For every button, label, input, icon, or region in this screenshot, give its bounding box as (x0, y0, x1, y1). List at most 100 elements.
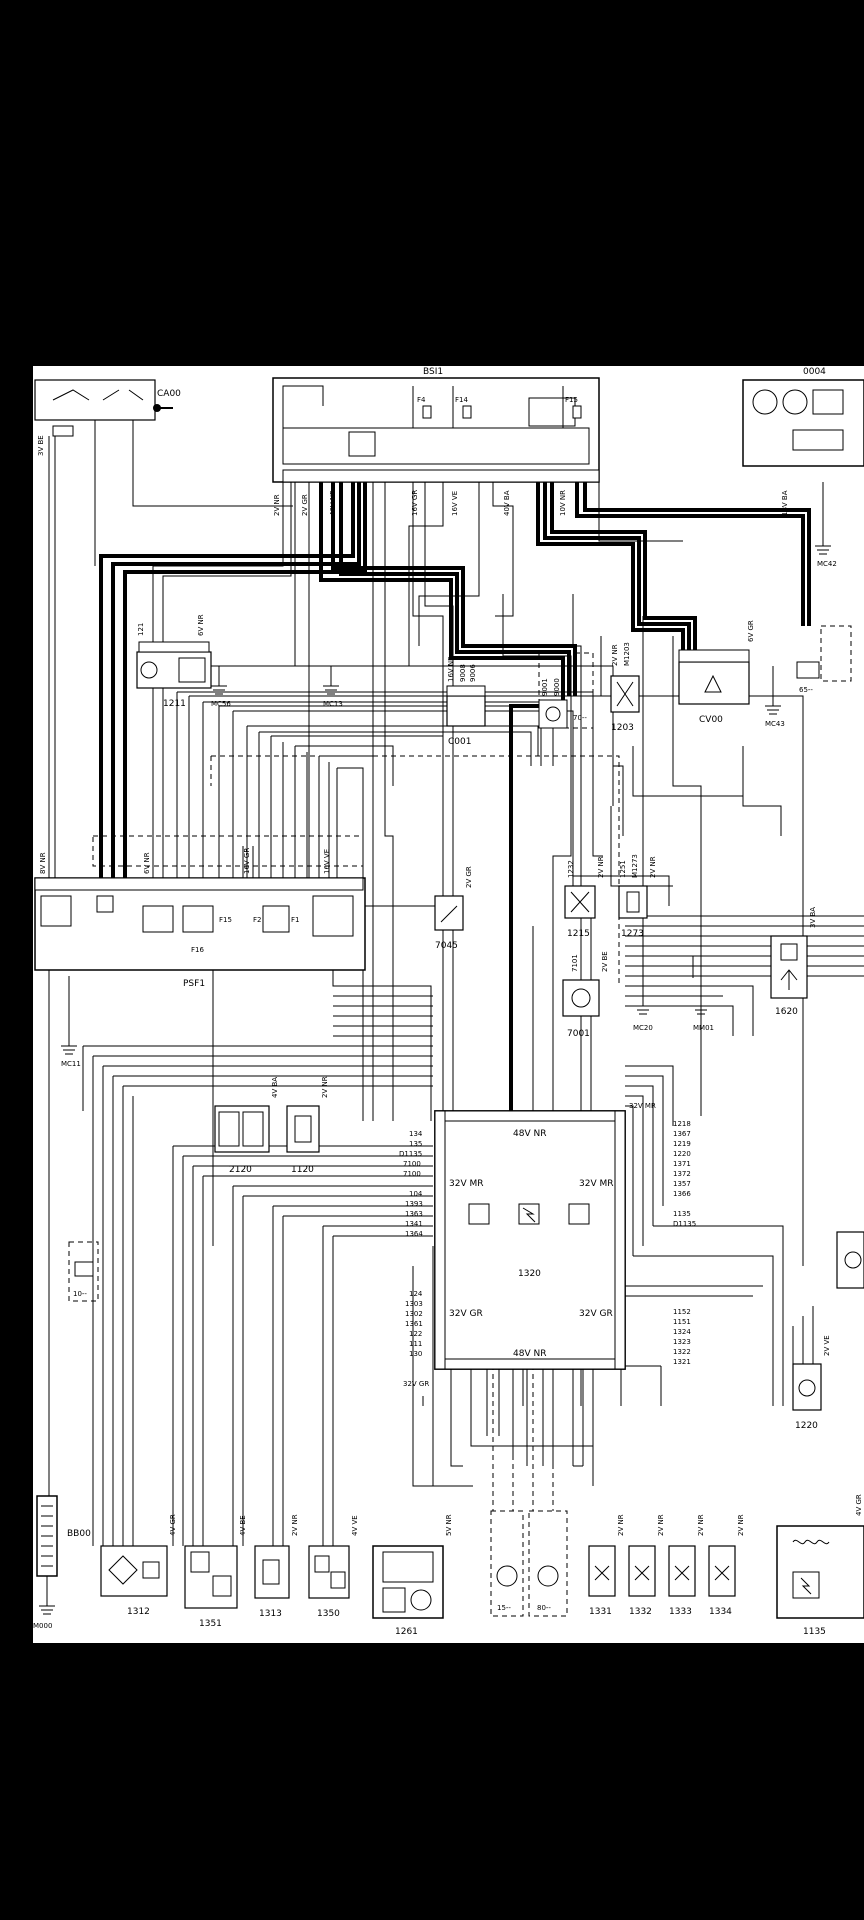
ground-mc43-label: MC43 (765, 720, 785, 728)
ecu-left-lower-connector: 32V GR (449, 1309, 483, 1319)
c001-diagnostic-socket[interactable]: C001 16V NR 9008 9006 (446, 656, 486, 747)
c1211-wire: 121 (137, 623, 145, 636)
c1261-label: 1261 (395, 1627, 418, 1637)
c1273-wire-m: M1273 (631, 854, 639, 878)
ground-mc56: MC56 (211, 666, 231, 708)
c1273-connector: 2V NR (649, 856, 657, 878)
wire-1152-label: 1152 (673, 1308, 691, 1316)
ecu-left-wire-labels: 134 135 D1135 7100 7100 104 1393 1363 13… (399, 1130, 423, 1358)
c001-connector: 16V NR (447, 656, 455, 682)
c1313-label: 1313 (259, 1609, 282, 1619)
c1120-label: 1120 (291, 1165, 314, 1175)
c1135-connector: 4V GR (855, 1494, 863, 1516)
bsi1-label: BSI1 (423, 367, 443, 377)
c1350-sensor[interactable]: 1350 4V VE (308, 1515, 359, 1619)
ground-mc43: MC43 (765, 666, 785, 728)
throttle-motor[interactable] (836, 1231, 864, 1289)
c1273-wire: 1251 (619, 860, 627, 878)
bb00-battery[interactable]: BB00 M000 (33, 1495, 91, 1630)
c1320-engine-ecu[interactable]: 48V NR 48V NR 32V MR 32V MR 32V GR 32V G… (403, 1102, 656, 1388)
g70-label: 70-- (573, 714, 587, 722)
c1135-ignition-coil[interactable]: 1135 4V GR (776, 1494, 864, 1637)
fuse-f15-label: F15 (565, 396, 578, 404)
c7001-wire: 7101 (571, 954, 579, 972)
c1333-label: 1333 (669, 1607, 692, 1617)
g70-wire-9000: 9000 (553, 678, 561, 696)
psf1-fuse-box[interactable]: PSF1 F16 F15 F2 F1 8V NR 6V NR 16V GR 16… (34, 848, 366, 989)
c1211-fuel-pump-unit[interactable]: 1211 6V NR 121 (136, 614, 212, 709)
bsi1-module[interactable]: BSI1 F4 F14 F15 2V NR 2V GR 40V NR 16V G… (272, 367, 600, 516)
c1220-connector: 2V VE (823, 1335, 831, 1356)
bsi1-connector-16v-gr: 16V GR (411, 490, 419, 516)
wire-1357-label: 1357 (673, 1180, 691, 1188)
c7001-label: 7001 (567, 1029, 590, 1039)
wire-1372-label: 1372 (673, 1170, 691, 1178)
fuse-f1-label: F1 (291, 916, 299, 924)
ground-mm01-label: MM01 (693, 1024, 714, 1032)
g80-block[interactable]: 80-- (537, 1565, 559, 1612)
g65-block[interactable]: 65-- (796, 661, 820, 694)
g70-sensor-block[interactable]: 70-- 9001 9000 (538, 678, 587, 729)
c1332-connector: 2V NR (657, 1514, 665, 1536)
c1351-sensor[interactable]: 1351 4V BE (184, 1515, 247, 1629)
g15-fan-block[interactable]: 15-- (496, 1565, 518, 1612)
ground-mc42-label: MC42 (817, 560, 837, 568)
fuse-f14-label: F14 (455, 396, 468, 404)
c1350-label: 1350 (317, 1609, 340, 1619)
wire-124-label: 124 (409, 1290, 423, 1298)
cv00-connector: 6V GR (747, 620, 755, 642)
ca00-connector-label: 3V BE (37, 435, 45, 456)
c1273-heater[interactable]: 1273 1251 M1273 2V NR (618, 854, 657, 939)
wire-1367-label: 1367 (673, 1130, 691, 1138)
wire-1321-label: 1321 (673, 1358, 691, 1366)
c1332-injector[interactable]: 1332 2V NR (628, 1514, 665, 1617)
ecu-top-connector: 48V NR (513, 1129, 546, 1139)
c0004-instrument-cluster[interactable]: 0004 18V BA (742, 367, 864, 516)
wire-d1135-label: D1135 (399, 1150, 422, 1158)
c1313-sensor[interactable]: 1313 2V NR (254, 1514, 299, 1619)
g10-label: 10-- (73, 1290, 87, 1298)
ecu-left-upper-connector: 32V MR (449, 1179, 484, 1189)
c1620-speed-sensor[interactable]: 1620 3V BA (770, 907, 817, 1017)
fuse-f15b-label: F15 (219, 916, 232, 924)
c1331-label: 1331 (589, 1607, 612, 1617)
ground-mc11-label: MC11 (61, 1060, 81, 1068)
c1331-injector[interactable]: 1331 2V NR (588, 1514, 625, 1617)
c1220-sensor[interactable]: 1220 2V VE (792, 1335, 831, 1431)
g15-label: 15-- (497, 1604, 511, 1612)
c1350-connector: 4V VE (351, 1515, 359, 1536)
wiring-diagram-sheet[interactable]: CA00 3V BE BSI1 F4 F14 F15 2V NR 2V GR (33, 366, 864, 1643)
c7001-sensor[interactable]: 7001 7101 2V BE (562, 951, 609, 1039)
wire-1218-label: 1218 (673, 1120, 691, 1128)
wire-7100b-label: 7100 (403, 1170, 421, 1178)
c1215-label: 1215 (567, 929, 590, 939)
c1215-valve[interactable]: 1215 1232 2V NR (564, 856, 605, 939)
c2120-label: 2120 (229, 1165, 252, 1175)
g10-block[interactable]: 10-- (73, 1261, 94, 1298)
c1312-pressure-sensor[interactable]: 1312 4V GR (100, 1514, 177, 1617)
wire-d1135b-label: D1135 (673, 1220, 696, 1228)
ground-mc20-label: MC20 (633, 1024, 653, 1032)
c1333-connector: 2V NR (697, 1514, 705, 1536)
psf1-connector-6v-nr: 6V NR (143, 852, 151, 874)
c1333-injector[interactable]: 1333 2V NR (668, 1514, 705, 1617)
ca00-ignition-switch[interactable]: CA00 3V BE (34, 379, 181, 456)
c7045-sensor[interactable]: 7045 2V GR (434, 866, 473, 951)
c1203-label: 1203 (611, 723, 634, 733)
wire-1135-label: 1135 (673, 1210, 691, 1218)
c1320-label: 1320 (518, 1269, 541, 1279)
wire-1219-label: 1219 (673, 1140, 691, 1148)
c1261-pedal-sensor[interactable]: 1261 5V NR (372, 1514, 453, 1637)
wire-1393-label: 1393 (405, 1200, 423, 1208)
cv00-horn-switch[interactable]: CV00 6V GR (678, 620, 755, 725)
c1203-relay[interactable]: 1203 2V NR M1203 (610, 642, 640, 733)
c1334-connector: 2V NR (737, 1514, 745, 1536)
g70-wire-9001: 9001 (541, 678, 549, 696)
c2120-switch[interactable]: 2120 4V BA (214, 1077, 279, 1175)
fuse-f4-label: F4 (417, 396, 426, 404)
c1120-knock-sensor[interactable]: 1120 2V NR (286, 1076, 329, 1175)
ecu-bottom-connector: 48V NR (513, 1349, 546, 1359)
ecu-right-top-connector: 32V MR (629, 1102, 656, 1110)
c1334-injector[interactable]: 1334 2V NR (708, 1514, 745, 1617)
